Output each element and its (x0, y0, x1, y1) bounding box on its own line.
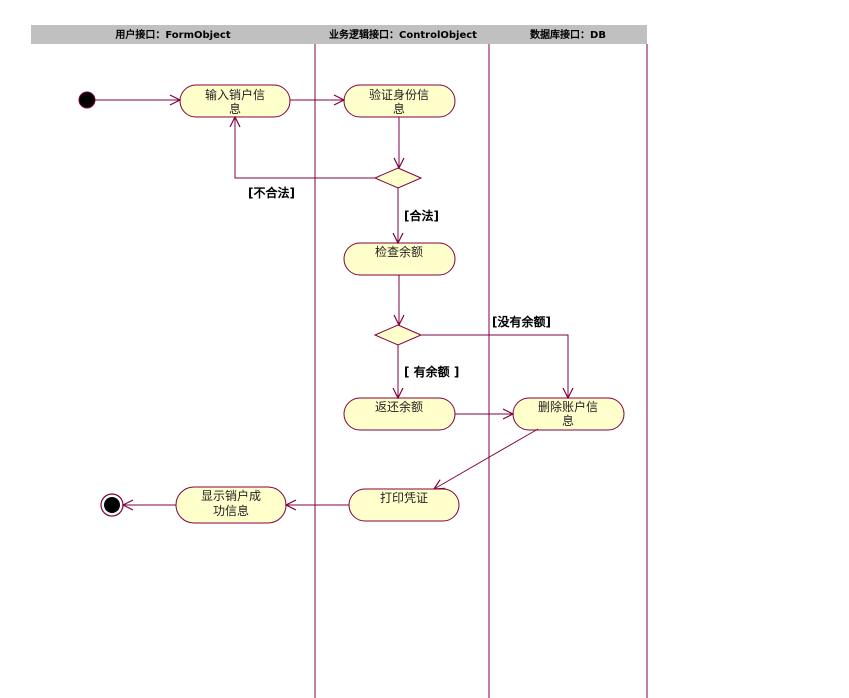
initial-node (78, 91, 96, 109)
activity-delete-account-line2: 息 (562, 413, 574, 428)
lane-title-logic: 业务逻辑接口：ControlObject (329, 28, 477, 41)
activity-return-balance-label: 返还余额 (375, 399, 423, 414)
lane-title-ui: 用户接口：FormObject (114, 28, 230, 41)
lane-title-db: 数据库接口：DB (530, 28, 606, 41)
activity-return-balance: 返还余额 (343, 397, 456, 431)
decision-balance (373, 324, 423, 346)
activity-verify-identity-line1: 验证身份信 (369, 87, 429, 102)
final-node-inner (104, 497, 120, 513)
guard-invalid: [不合法] (248, 185, 295, 200)
activity-check-balance-label: 检查余额 (375, 244, 423, 259)
activity-check-balance: 检查余额 (343, 242, 456, 276)
activity-delete-account: 删除账户信 息 (512, 397, 625, 431)
flow-delete-to-print (434, 428, 539, 489)
activity-input-info-line2: 息 (229, 101, 241, 116)
swimlane-header-bar (31, 25, 647, 44)
activity-print-voucher-label: 打印凭证 (380, 490, 428, 505)
flow-invalid-back-to-input (235, 117, 375, 179)
guard-has-balance: [ 有余额 ] (404, 364, 459, 379)
guard-valid: [合法] (404, 208, 439, 223)
activity-show-success-line2: 功信息 (213, 503, 249, 518)
flow-no-balance-to-delete (421, 334, 568, 398)
decision-validity (373, 167, 423, 189)
activity-print-voucher: 打印凭证 (348, 488, 460, 522)
activity-verify-identity: 验证身份信 息 (343, 84, 456, 118)
activity-delete-account-line1: 删除账户信 (538, 399, 598, 414)
guard-no-balance: [没有余额] (492, 314, 551, 329)
activity-input-info: 输入销户信 息 (179, 84, 291, 118)
activity-input-info-line1: 输入销户信 (205, 87, 265, 102)
activity-show-success-line1: 显示销户成 (201, 488, 261, 503)
activity-show-success: 显示销户成 功信息 (175, 486, 287, 524)
activity-verify-identity-line2: 息 (393, 101, 405, 116)
